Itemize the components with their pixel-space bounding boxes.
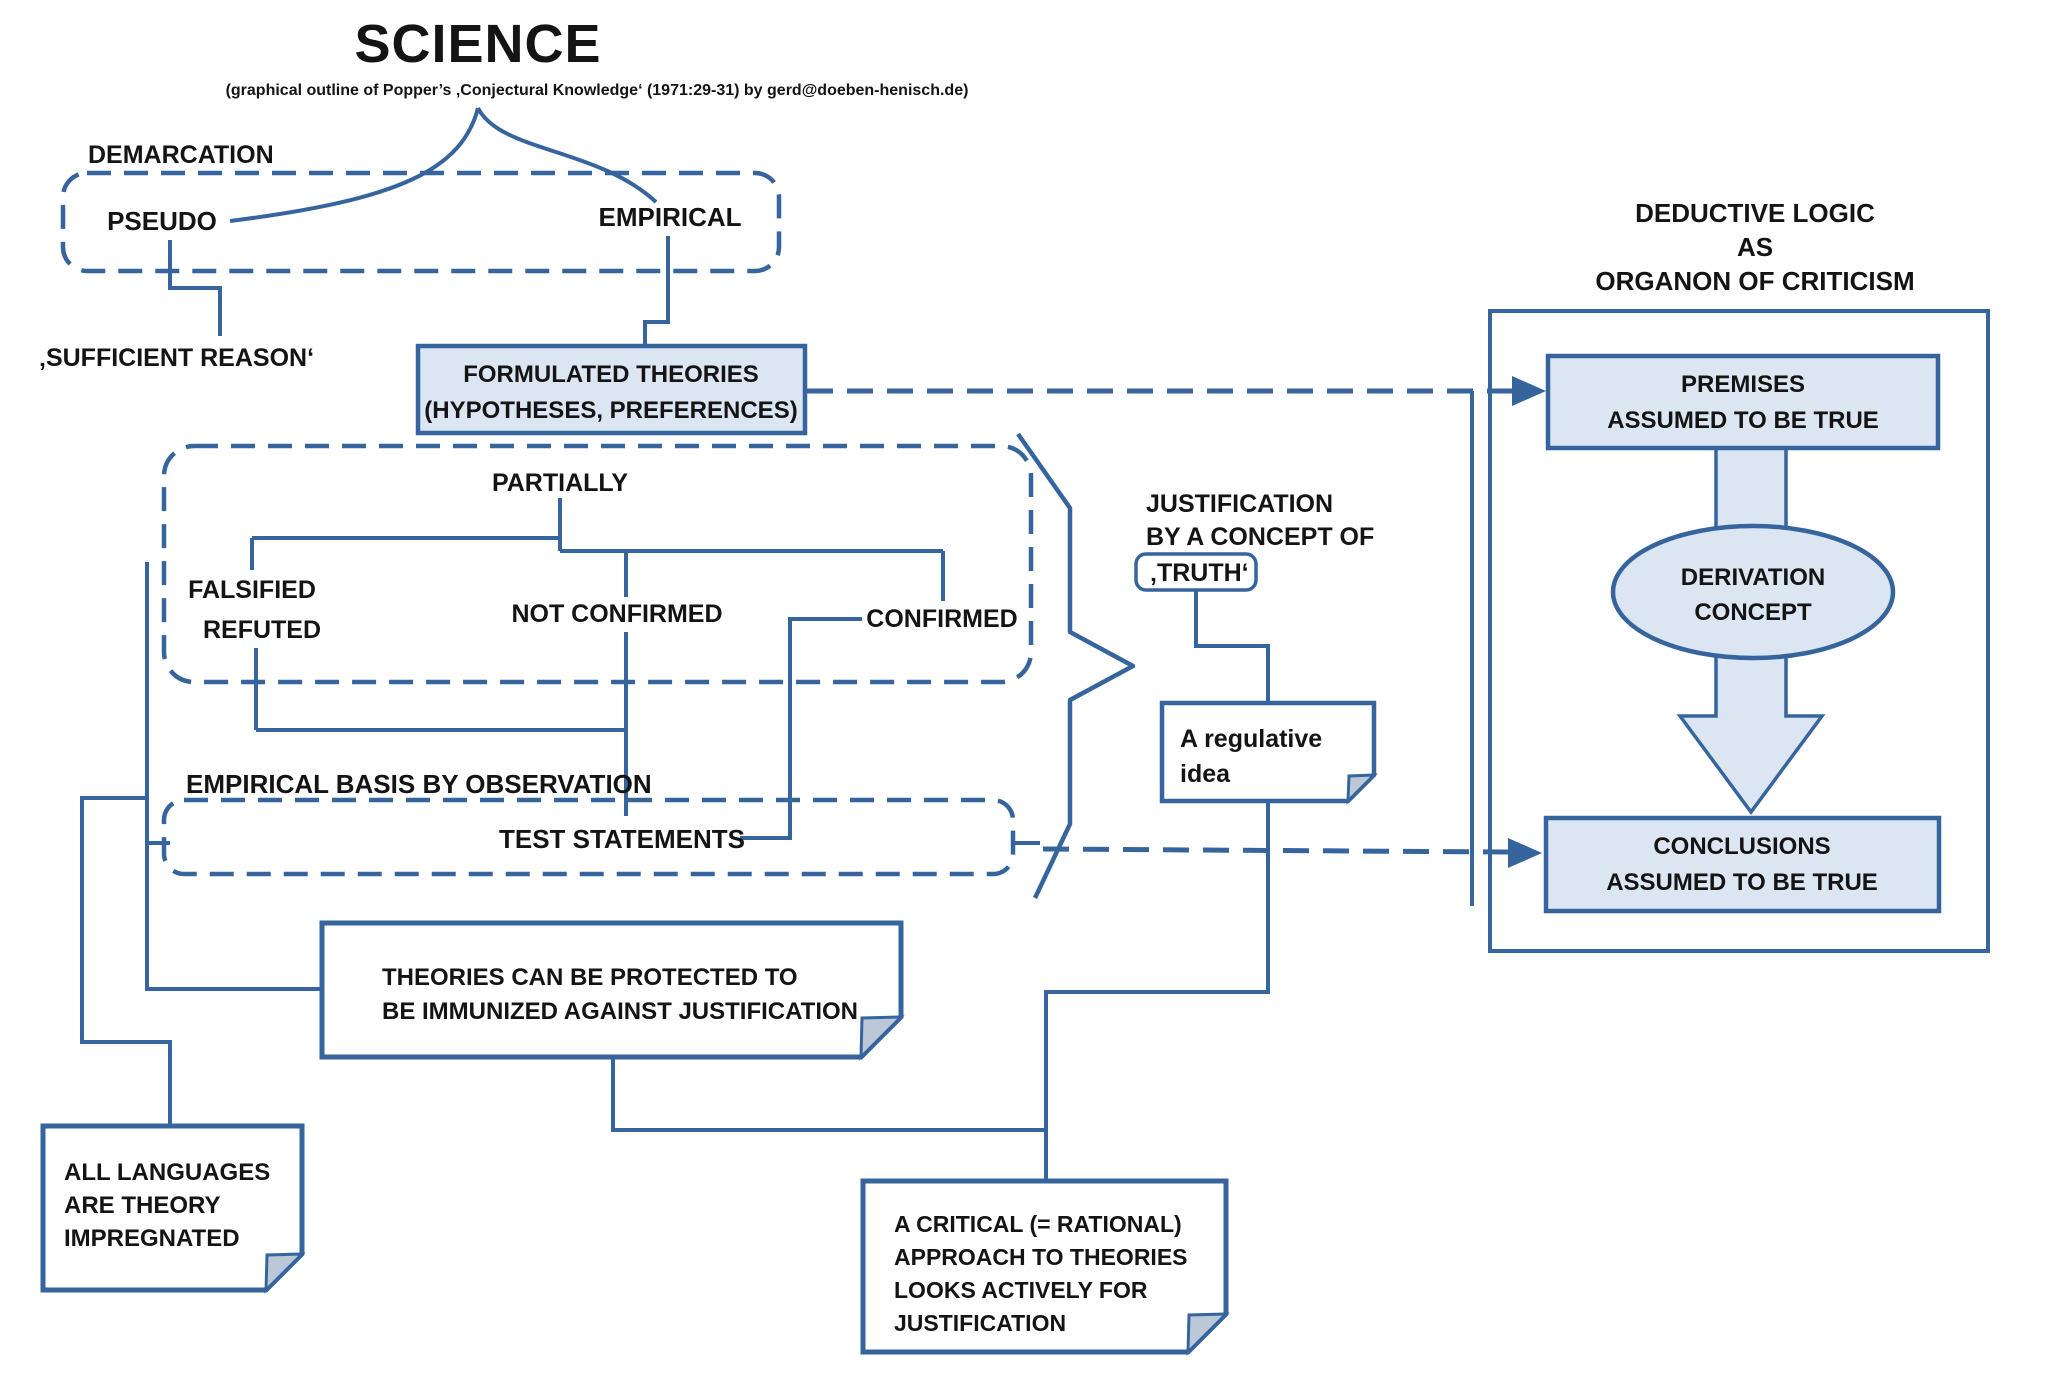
- regulative-idea-line1: A regulative: [1180, 725, 1322, 753]
- test-statements-label: TEST STATEMENTS: [499, 824, 745, 854]
- page-title: SCIENCE: [354, 14, 601, 74]
- refuted-notconfirmed-to-test-connector: [254, 632, 628, 816]
- curve-to-empirical: [476, 107, 658, 204]
- derivation-line1: DERIVATION: [1681, 564, 1825, 591]
- demarcation-dashed-box: [60, 170, 782, 274]
- dashed-arrow-to-conclusions: [1042, 838, 1542, 868]
- dashed-arrow-to-conclusions-line: [1042, 846, 1509, 855]
- premises-line1: PREMISES: [1681, 371, 1805, 398]
- critical-note-fold-corner: [1186, 1312, 1230, 1356]
- critical-note: A CRITICAL (= RATIONAL) APPROACH TO THEO…: [860, 1178, 1230, 1356]
- languages-note-line1: ALL LANGUAGES: [64, 1159, 270, 1186]
- immunized-note-line2: BE IMMUNIZED AGAINST JUSTIFICATION: [382, 998, 858, 1025]
- sufficient-reason-label: ‚SUFFICIENT REASON‘: [39, 344, 314, 372]
- formulated-theories-box: [415, 343, 808, 436]
- critical-note-line1: A CRITICAL (= RATIONAL): [894, 1211, 1182, 1237]
- regulative-idea-line2: idea: [1180, 760, 1231, 788]
- drop-to-languages-note: [80, 796, 172, 1126]
- languages-note-fold-corner: [264, 1252, 306, 1294]
- premises-line2: ASSUMED TO BE TRUE: [1607, 407, 1879, 434]
- refuted-label: REFUTED: [203, 616, 321, 644]
- derivation-concept-ellipse: [1610, 523, 1896, 661]
- justification-line2: BY A CONCEPT OF: [1146, 523, 1374, 551]
- immunized-note-fold-corner: [859, 1015, 905, 1061]
- regulative-idea-note: A regulative idea: [1159, 700, 1378, 805]
- grouping-bracket: [1016, 432, 1136, 899]
- immunized-to-critical-connector: [611, 1057, 1046, 1132]
- partially-dashed-box: [161, 443, 1034, 685]
- formulated-theories-line1: FORMULATED THEORIES: [463, 361, 759, 388]
- deductive-logic-frame: [1488, 309, 1990, 953]
- falsified-label: FALSIFIED: [188, 576, 316, 604]
- critical-note-line4: JUSTIFICATION: [894, 1310, 1066, 1336]
- conclusions-box: [1543, 815, 1942, 914]
- test-to-confirmed-connector: [740, 617, 862, 840]
- deductive-title-line3: ORGANON OF CRITICISM: [1595, 266, 1914, 296]
- empirical-to-theories-connector: [643, 236, 670, 346]
- critical-note-line2: APPROACH TO THEORIES: [894, 1244, 1188, 1270]
- languages-note-line3: IMPREGNATED: [64, 1225, 240, 1252]
- confirmed-label: CONFIRMED: [866, 605, 1017, 633]
- conclusions-line2: ASSUMED TO BE TRUE: [1606, 869, 1878, 896]
- pseudo-label: PSEUDO: [107, 206, 217, 236]
- languages-note: ALL LANGUAGES ARE THEORY IMPREGNATED: [40, 1123, 306, 1294]
- partially-branch-lines: [250, 498, 945, 601]
- pseudo-to-sufficient-connector: [168, 240, 222, 336]
- regulative-to-critical-connector: [1044, 801, 1270, 1181]
- derivation-line2: CONCEPT: [1694, 599, 1812, 626]
- dashed-arrow-to-premises: [807, 376, 1546, 406]
- not-confirmed-label: NOT CONFIRMED: [511, 600, 722, 628]
- deductive-title-line2: AS: [1737, 232, 1773, 262]
- test-statements-dashed-box: [161, 797, 1016, 877]
- arrowhead-conclusions: [1508, 838, 1542, 868]
- truth-to-regulative-connector: [1194, 590, 1270, 703]
- empirical-label: EMPIRICAL: [599, 202, 742, 232]
- partially-label: PARTIALLY: [492, 469, 628, 497]
- curve-to-pseudo: [229, 107, 480, 223]
- premises-box: [1545, 353, 1941, 451]
- languages-note-line2: ARE THEORY: [64, 1192, 220, 1219]
- empirical-basis-label: EMPIRICAL BASIS BY OBSERVATION: [186, 769, 652, 799]
- justification-line1: JUSTIFICATION: [1146, 490, 1333, 518]
- critical-note-line3: LOOKS ACTIVELY FOR: [894, 1277, 1148, 1303]
- page-subtitle: (graphical outline of Popper’s ‚Conjectu…: [226, 82, 969, 99]
- arrowhead-premises: [1512, 376, 1546, 406]
- immunized-note: THEORIES CAN BE PROTECTED TO BE IMMUNIZE…: [319, 920, 905, 1061]
- falsified-side-drop-to-immunized-note: [145, 562, 320, 991]
- deductive-title-line1: DEDUCTIVE LOGIC: [1635, 198, 1875, 228]
- immunized-note-line1: THEORIES CAN BE PROTECTED TO: [382, 964, 798, 991]
- formulated-theories-line2: (HYPOTHESES, PREFERENCES): [424, 397, 797, 424]
- truth-label: ‚TRUTH‘: [1150, 559, 1249, 587]
- regulative-idea-fold-corner: [1346, 773, 1378, 805]
- title-split-curve: [229, 107, 658, 223]
- conclusions-line1: CONCLUSIONS: [1653, 833, 1830, 860]
- demarcation-label: DEMARCATION: [88, 141, 274, 169]
